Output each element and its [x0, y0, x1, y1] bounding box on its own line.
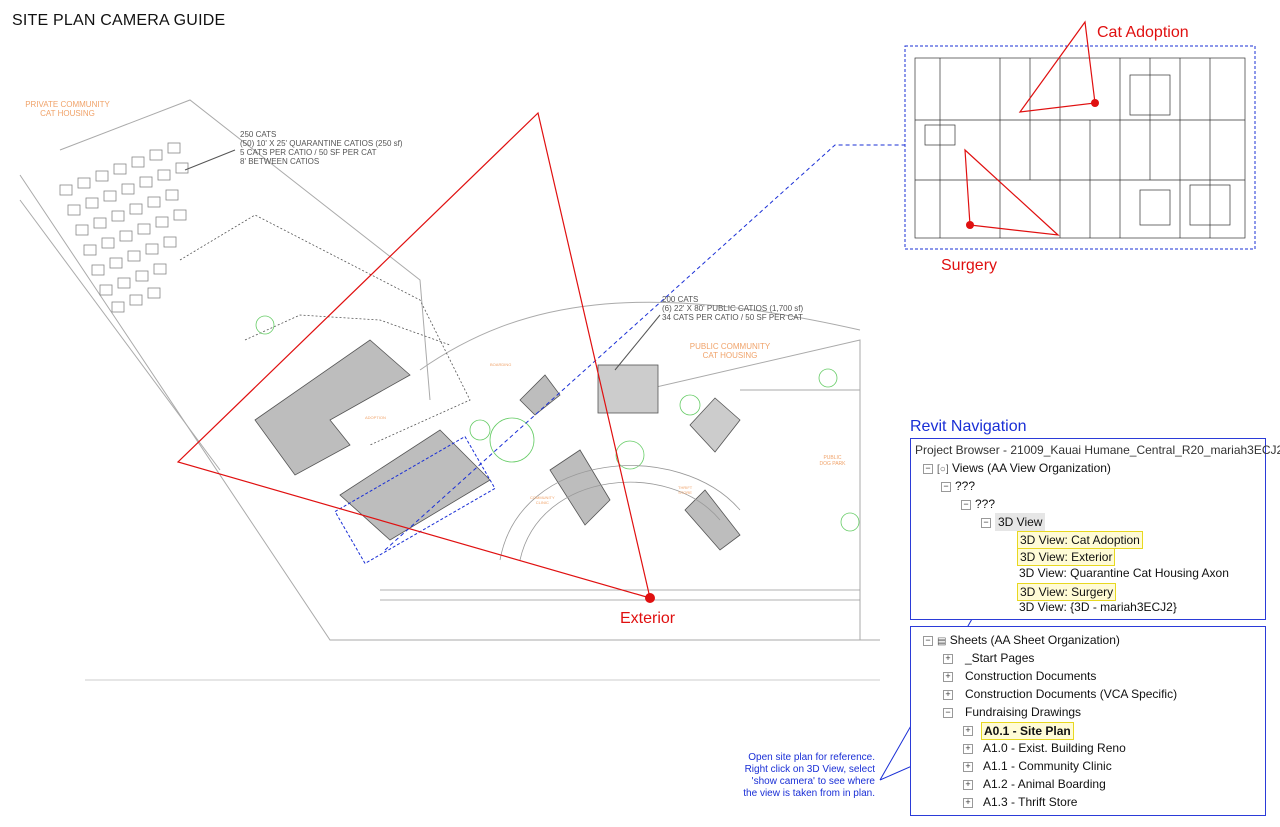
3d-view-group[interactable]: 3D View: [995, 513, 1046, 531]
exterior-camera-dot: [645, 593, 655, 603]
help-note-line: Open site plan for reference.: [748, 752, 875, 763]
level1-collapse-toggle[interactable]: −: [941, 482, 951, 492]
page-title: SITE PLAN CAMERA GUIDE: [12, 12, 226, 29]
public-note-line: 200 CATS: [662, 295, 699, 304]
cat-adoption-camera-dot: [1091, 99, 1099, 107]
clinic-label: COMMUNITY CLINIC: [530, 495, 555, 505]
quarantine-note-line: 250 CATS: [240, 130, 277, 139]
floor-plan-inset: [904, 45, 1256, 250]
quarantine-catios: [59, 142, 189, 313]
start-pages-expand-toggle[interactable]: +: [943, 654, 953, 664]
help-note: Open site plan for reference. Right clic…: [700, 752, 875, 800]
public-note: 200 CATS (6) 22' X 80' PUBLIC CATIOS (1,…: [662, 295, 803, 322]
boarding-label: BOARDING: [490, 362, 512, 367]
site-boundary: [19, 99, 880, 681]
dog-park-label: PUBLIC DOG PARK: [810, 455, 855, 467]
public-note-line: 34 CATS PER CATIO / 50 SF PER CAT: [662, 313, 803, 322]
sheets-icon: ▤: [937, 636, 947, 647]
sheet-group-fundraising[interactable]: Fundraising Drawings: [965, 705, 1082, 719]
dog-park-label-line1: PUBLIC: [823, 455, 842, 461]
level2-collapse-toggle[interactable]: −: [961, 500, 971, 510]
sheet-a1-3[interactable]: A1.3 - Thrift Store: [983, 795, 1078, 809]
a1-3-expand-toggle[interactable]: +: [963, 798, 973, 808]
sheet-a1-1[interactable]: A1.1 - Community Clinic: [983, 759, 1112, 773]
thrift-label: THRIFT STORE: [678, 485, 692, 495]
help-note-line: 'show camera' to see where: [751, 776, 875, 787]
view-exterior[interactable]: 3D View: Exterior: [1017, 548, 1116, 566]
help-note-line: the view is taken from in plan.: [743, 788, 875, 799]
sheets-collapse-toggle[interactable]: −: [923, 636, 933, 646]
level2-item[interactable]: ???: [975, 497, 996, 511]
private-housing-label: PRIVATE COMMUNITY CAT HOUSING: [20, 100, 115, 118]
a1-2-expand-toggle[interactable]: +: [963, 780, 973, 790]
sheet-group-cd-vca[interactable]: Construction Documents (VCA Specific): [965, 687, 1178, 701]
cat-adoption-camera-cone: [1018, 20, 1096, 113]
sheets-root-item[interactable]: ▤ Sheets (AA Sheet Organization): [937, 631, 1120, 649]
parking-roads: [380, 465, 860, 601]
inset-extent: [334, 435, 496, 565]
public-housing-label: PUBLIC COMMUNITY CAT HOUSING: [680, 342, 780, 360]
surgery-camera-cone: [964, 148, 1060, 236]
sheet-a0-1-site-plan[interactable]: A0.1 - Site Plan: [981, 722, 1074, 740]
exterior-camera-cone: [176, 111, 651, 599]
private-housing-label-line1: PRIVATE COMMUNITY: [25, 100, 110, 109]
sheets-root-label: Sheets (AA Sheet Organization): [949, 633, 1120, 647]
cd-expand-toggle[interactable]: +: [943, 672, 953, 682]
buildings: [254, 339, 741, 551]
fence-lines: [179, 214, 471, 446]
note-leader-public: [614, 314, 661, 371]
revit-navigation-title: Revit Navigation: [910, 418, 1027, 435]
view-surgery[interactable]: 3D View: Surgery: [1017, 583, 1117, 601]
help-note-line: Right click on 3D View, select: [744, 764, 875, 775]
quarantine-note-line: 8' BETWEEN CATIOS: [240, 157, 320, 166]
clinic-label-line1: COMMUNITY: [530, 495, 555, 500]
views-root-item[interactable]: [○] Views (AA View Organization): [937, 459, 1111, 477]
view-quarantine-axon[interactable]: 3D View: Quarantine Cat Housing Axon: [1019, 566, 1229, 580]
adoption-label: ADOPTION: [365, 415, 386, 420]
cd-vca-expand-toggle[interactable]: +: [943, 690, 953, 700]
sheet-group-construction-documents[interactable]: Construction Documents: [965, 669, 1097, 683]
a1-1-expand-toggle[interactable]: +: [963, 762, 973, 772]
site-plan-expand-toggle[interactable]: +: [963, 726, 973, 736]
sheet-a1-2[interactable]: A1.2 - Animal Boarding: [983, 777, 1106, 791]
sheet-group-start-pages[interactable]: _Start Pages: [965, 651, 1035, 665]
views-root-label: Views (AA View Organization): [951, 461, 1111, 475]
view-3d-default[interactable]: 3D View: {3D - mariah3ECJ2}: [1019, 600, 1177, 614]
clinic-label-line2: CLINIC: [535, 500, 549, 505]
exterior-camera-label: Exterior: [620, 610, 676, 627]
dog-park-label-line2: DOG PARK: [819, 461, 846, 467]
private-housing-label-line2: CAT HOUSING: [40, 109, 95, 118]
a1-0-expand-toggle[interactable]: +: [963, 744, 973, 754]
quarantine-note-line: (50) 10' X 25' QUARANTINE CATIOS (250 sf…: [240, 139, 403, 148]
views-icon: [○]: [937, 464, 949, 475]
level1-item[interactable]: ???: [955, 479, 976, 493]
thrift-label-line2: STORE: [678, 490, 692, 495]
3d-view-collapse-toggle[interactable]: −: [981, 518, 991, 528]
public-note-line: (6) 22' X 80' PUBLIC CATIOS (1,700 sf): [662, 304, 804, 313]
view-cat-adoption[interactable]: 3D View: Cat Adoption: [1017, 531, 1143, 549]
cat-adoption-camera-label: Cat Adoption: [1097, 24, 1189, 41]
thrift-label-line1: THRIFT: [678, 485, 693, 490]
quarantine-note: 250 CATS (50) 10' X 25' QUARANTINE CATIO…: [240, 130, 403, 166]
surgery-camera-dot: [966, 221, 974, 229]
sheets-browser-panel: − ▤ Sheets (AA Sheet Organization) + _St…: [910, 626, 1266, 816]
public-housing-label-line2: CAT HOUSING: [702, 351, 758, 360]
trees: [255, 315, 860, 532]
surgery-camera-label: Surgery: [941, 257, 998, 274]
project-browser-header: Project Browser - 21009_Kauai Humane_Cen…: [915, 443, 1280, 457]
quarantine-note-line: 5 CATS PER CATIO / 50 SF PER CAT: [240, 148, 377, 157]
fundraising-collapse-toggle[interactable]: −: [943, 708, 953, 718]
public-housing-label-line1: PUBLIC COMMUNITY: [689, 342, 771, 351]
note-leader-quarantine: [184, 149, 236, 171]
views-collapse-toggle[interactable]: −: [923, 464, 933, 474]
inset-connector: [384, 144, 905, 551]
sheet-a1-0[interactable]: A1.0 - Exist. Building Reno: [983, 741, 1126, 755]
views-browser-panel: Project Browser - 21009_Kauai Humane_Cen…: [910, 438, 1280, 620]
